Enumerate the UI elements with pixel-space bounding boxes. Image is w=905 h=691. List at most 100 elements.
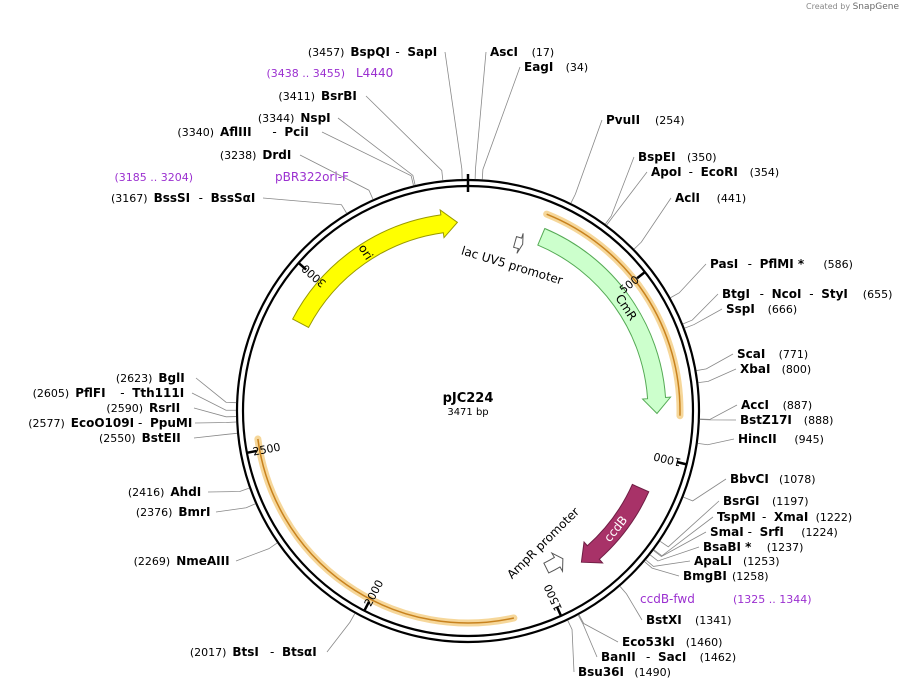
enzyme-site-bspei: BspEI(350) xyxy=(638,150,717,164)
enzyme-separator: - xyxy=(138,416,142,430)
enzyme-name: BstXI xyxy=(646,613,682,627)
enzyme-separator: - xyxy=(646,650,650,664)
enzyme-name: BglI xyxy=(158,371,184,385)
enzyme-name: BtsαI xyxy=(282,645,317,659)
enzyme-separator: - xyxy=(748,525,752,539)
enzyme-position: (666) xyxy=(768,303,798,316)
feature-label-ampr-promoter: AmpR promoter xyxy=(504,505,582,582)
enzyme-name: PflMI * xyxy=(760,257,805,271)
site-leader xyxy=(670,263,707,299)
enzyme-site-nspi: (3344)NspI xyxy=(258,111,331,125)
enzyme-separator: - xyxy=(270,645,274,659)
enzyme-site-bmgbi: BmgBI (1258) xyxy=(683,569,769,583)
site-leader xyxy=(444,51,463,180)
tick-label-1000: 1000 xyxy=(652,449,682,468)
enzyme-site-bsabi: BsaBI * (1237) xyxy=(703,540,803,554)
enzyme-site-btsi: (2017) BtsI-BtsαI xyxy=(190,645,317,659)
enzyme-name: BtgI xyxy=(722,287,750,301)
site-leader xyxy=(682,293,719,325)
enzyme-name: BanII xyxy=(601,650,636,664)
selection-arc-line-1 xyxy=(257,438,515,624)
enzyme-position: (1197) xyxy=(772,495,809,508)
snapgene-credit: Created by SnapGene xyxy=(806,2,899,12)
enzyme-site-apali: ApaLI(1253) xyxy=(694,554,780,568)
feature-cmr xyxy=(537,227,672,415)
enzyme-site-acci: AccI(887) xyxy=(741,398,812,412)
site-leader xyxy=(605,156,635,225)
enzyme-name: SrfI xyxy=(760,525,784,539)
enzyme-position: (1462) xyxy=(700,651,737,664)
enzyme-position: (1237) xyxy=(767,541,804,554)
site-leader xyxy=(262,197,348,214)
plasmid-length: 3471 bp xyxy=(447,407,488,418)
enzyme-position: (1258) xyxy=(732,570,769,583)
enzyme-site-smai: SmaI-SrfI(1224) xyxy=(710,525,838,539)
enzyme-name: Eco53kI xyxy=(622,635,675,649)
enzyme-name: SspI xyxy=(726,302,755,316)
enzyme-separator: - xyxy=(395,45,399,59)
feature-ori xyxy=(291,208,459,329)
primer-name: ccdB-fwd xyxy=(640,592,695,606)
enzyme-site-bmri: (2376)BmrI xyxy=(136,505,211,519)
enzyme-position: (3238) xyxy=(220,149,257,162)
enzyme-position: (3167) xyxy=(111,192,148,205)
site-leader xyxy=(696,353,734,371)
enzyme-name: BtsI xyxy=(232,645,259,659)
site-leader xyxy=(633,197,672,250)
enzyme-name: ScaI xyxy=(737,347,765,361)
enzyme-site-scai: ScaI (771) xyxy=(737,347,808,361)
enzyme-separator: - xyxy=(762,510,766,524)
enzyme-name: BsrGI xyxy=(723,494,760,508)
enzyme-name: EcoO109I xyxy=(71,416,134,430)
enzyme-position: (1490) xyxy=(634,666,671,679)
enzyme-site-asci: AscI(17) xyxy=(490,45,554,59)
enzyme-site-bstz17i: BstZ17I(888) xyxy=(740,413,833,427)
site-leader xyxy=(644,561,680,577)
credit-prefix: Created by xyxy=(806,2,851,11)
enzyme-position: (3457) xyxy=(308,46,345,59)
enzyme-name: SapI xyxy=(407,45,437,59)
enzyme-separator: - xyxy=(272,125,276,139)
enzyme-position: (3340) xyxy=(177,126,214,139)
enzyme-position: (350) xyxy=(687,151,717,164)
enzyme-name: BspQI xyxy=(350,45,390,59)
enzyme-position: (1222) xyxy=(816,511,853,524)
site-leader xyxy=(699,404,738,420)
enzyme-name: BmgBI xyxy=(683,569,727,583)
enzyme-name: BsaBI * xyxy=(703,540,752,554)
site-leader xyxy=(337,117,416,186)
primer-ccdb-fwd: ccdB-fwd (1325 .. 1344) xyxy=(640,592,812,606)
enzyme-position: (655) xyxy=(863,288,893,301)
enzyme-name: Bsu36I xyxy=(578,665,624,679)
site-leader xyxy=(235,542,278,562)
primer-name: L4440 xyxy=(356,66,393,80)
enzyme-name: BstEII xyxy=(142,431,181,445)
enzyme-position: (945) xyxy=(794,433,824,446)
enzyme-name: Tth111I xyxy=(132,386,184,400)
enzyme-name: BsrBI xyxy=(321,89,357,103)
enzyme-position: (2550) xyxy=(99,432,136,445)
enzyme-name: BssSαI xyxy=(211,191,256,205)
enzyme-name: AscI xyxy=(490,45,518,59)
enzyme-position: (2416) xyxy=(128,486,165,499)
enzyme-site-rsrii: (2590)RsrII xyxy=(106,401,180,415)
enzyme-name: SmaI xyxy=(710,525,744,539)
site-leader xyxy=(606,171,648,226)
enzyme-name: AccI xyxy=(741,398,769,412)
enzyme-site-sspi: SspI (666) xyxy=(726,302,797,316)
enzyme-position: (2269) xyxy=(134,555,171,568)
site-leader xyxy=(481,66,521,180)
enzyme-name: AflIII xyxy=(220,125,252,139)
primer-pbr322ori-f: pBR322ori-F(3185 .. 3204) xyxy=(114,170,349,184)
enzyme-name: BmrI xyxy=(178,505,210,519)
enzyme-name: EcoRI xyxy=(701,165,738,179)
enzyme-site-tspmi: TspMI-XmaI(1222) xyxy=(717,510,852,524)
enzyme-separator: - xyxy=(120,386,124,400)
enzyme-position: (771) xyxy=(779,348,809,361)
enzyme-name: DrdI xyxy=(262,148,291,162)
enzyme-name: RsrII xyxy=(149,401,180,415)
enzyme-site-pvuii: PvuII(254) xyxy=(606,113,685,127)
enzyme-position: (2017) xyxy=(190,646,227,659)
site-leader xyxy=(474,51,487,180)
primer-range: (1325 .. 1344) xyxy=(733,593,812,606)
